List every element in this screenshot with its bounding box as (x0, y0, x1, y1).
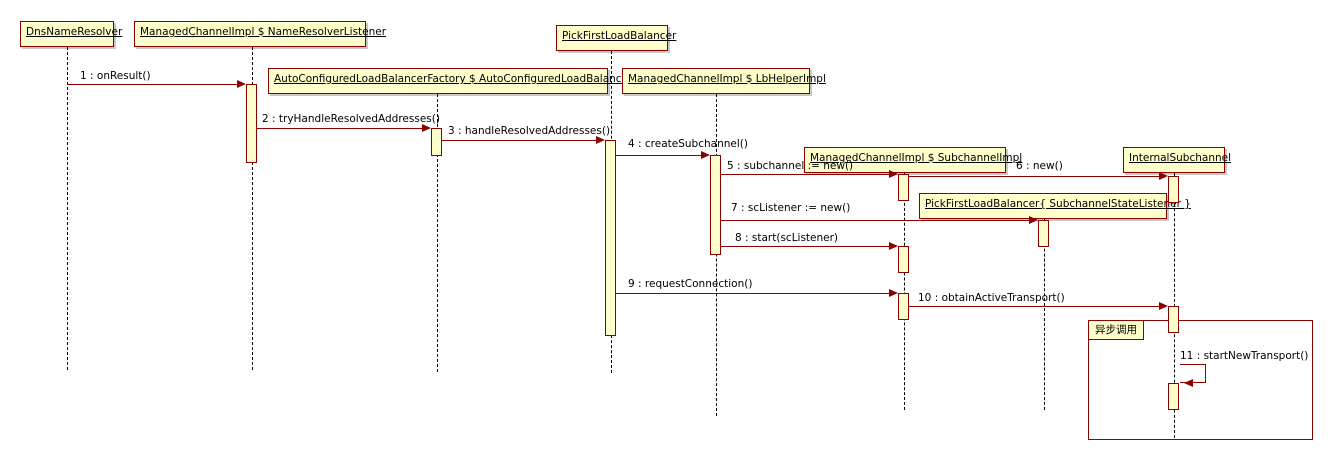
message-10-arrowhead (1159, 302, 1168, 310)
lifeline-subchannelstatelistener[interactable]: PickFirstLoadBalancer{ SubchannelStateLi… (919, 193, 1191, 219)
message-3-arrow (442, 140, 596, 141)
activation-autoconf (431, 128, 442, 156)
message-4-arrowhead (701, 151, 710, 159)
lifeline-line-subchannel (904, 173, 905, 410)
activation-subchannel-2 (898, 246, 909, 273)
async-frame: 异步调用 (1088, 320, 1313, 440)
message-2-arrow (257, 128, 422, 129)
activation-statelistener (1038, 220, 1049, 247)
message-9-label: 9 : requestConnection() (628, 278, 753, 290)
message-6-arrowhead (1159, 172, 1168, 180)
message-8-arrow (721, 246, 889, 247)
message-1-label: 1 : onResult() (80, 70, 151, 82)
lifeline-dnsnameresolver[interactable]: DnsNameResolver (20, 21, 122, 47)
activation-internal-3 (1168, 383, 1179, 410)
lifeline-line-autoconf (437, 94, 438, 372)
activation-pickfirst (605, 140, 616, 336)
async-frame-label: 异步调用 (1089, 321, 1144, 340)
activation-helper (710, 155, 721, 255)
message-11-loop (1180, 364, 1206, 383)
message-1-arrow (68, 84, 237, 85)
message-6-arrow (909, 176, 1159, 177)
activation-subchannel-1 (898, 174, 909, 201)
message-7-arrowhead (1029, 216, 1038, 224)
activation-internal-2 (1168, 306, 1179, 333)
message-8-arrowhead (889, 242, 898, 250)
lifeline-line-dns (67, 47, 68, 370)
message-3-label: 3 : handleResolvedAddresses() (448, 125, 611, 137)
message-5-arrow (721, 174, 889, 175)
message-10-arrow (909, 306, 1159, 307)
message-6-label: 6 : new() (1016, 160, 1063, 172)
message-4-arrow (616, 155, 701, 156)
message-7-arrow (721, 220, 1029, 221)
lifeline-lbhelperimpl[interactable]: ManagedChannelImpl $ LbHelperImpl (622, 68, 826, 94)
activation-listener (246, 84, 257, 163)
message-1-arrowhead (237, 80, 246, 88)
lifeline-autoconfiguredloadbalancer[interactable]: AutoConfiguredLoadBalancerFactory $ Auto… (268, 68, 632, 94)
message-10-label: 10 : obtainActiveTransport() (918, 292, 1065, 304)
message-11-arrowhead (1184, 379, 1193, 387)
lifeline-subchannelimpl[interactable]: ManagedChannelImpl $ SubchannelImpl (804, 147, 1022, 173)
lifeline-line-listener (252, 47, 253, 370)
message-9-arrowhead (889, 289, 898, 297)
message-5-arrowhead (889, 170, 898, 178)
message-2-arrowhead (422, 124, 431, 132)
message-11-label: 11 : startNewTransport() (1180, 350, 1309, 362)
lifeline-internalsubchannel[interactable]: InternalSubchannel (1123, 147, 1231, 173)
message-2-label: 2 : tryHandleResolvedAddresses() (262, 113, 440, 125)
message-9-arrow (616, 293, 889, 294)
lifeline-line-internal (1174, 173, 1175, 438)
message-5-label: 5 : subchannel := new() (727, 160, 854, 172)
message-3-arrowhead (596, 136, 605, 144)
message-8-label: 8 : start(scListener) (735, 232, 839, 244)
lifeline-pickfirstloadbalancer[interactable]: PickFirstLoadBalancer (556, 25, 676, 51)
activation-internal-1 (1168, 176, 1179, 203)
activation-subchannel-3 (898, 293, 909, 320)
message-4-label: 4 : createSubchannel() (628, 138, 748, 150)
lifeline-line-helper (716, 94, 717, 416)
message-7-label: 7 : scListener := new() (731, 202, 851, 214)
lifeline-namresolverlistener[interactable]: ManagedChannelImpl $ NameResolverListene… (134, 21, 386, 47)
lifeline-line-statelistener (1044, 219, 1045, 410)
